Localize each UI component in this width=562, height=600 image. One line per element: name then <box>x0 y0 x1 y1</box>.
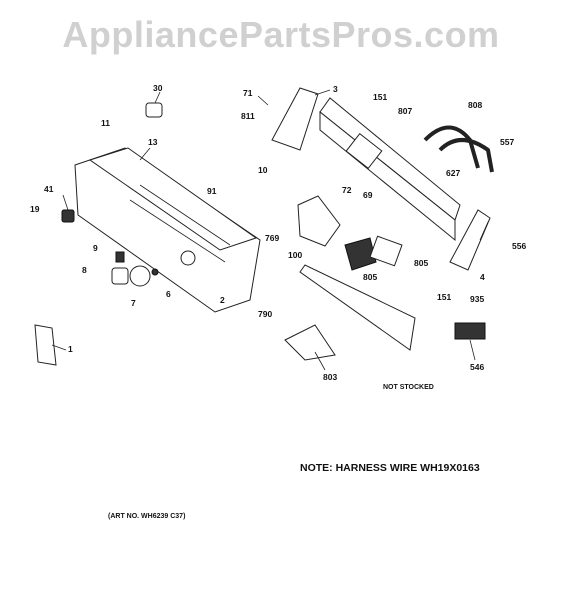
leader-lines <box>51 89 489 371</box>
callout-8: 8 <box>82 265 87 275</box>
callout-805-upper: 805 <box>414 258 428 268</box>
bracket-part <box>271 87 319 151</box>
callout-546: 546 <box>470 362 484 372</box>
callout-9: 9 <box>93 243 98 253</box>
callout-91: 91 <box>207 186 217 196</box>
callout-151-upper: 151 <box>373 92 387 102</box>
callout-10: 10 <box>258 165 268 175</box>
support-leg-part <box>449 209 491 271</box>
callout-1: 1 <box>68 344 73 354</box>
knob-parts <box>61 102 163 287</box>
callout-557: 557 <box>500 137 514 147</box>
watermark-logo: AppliancePartsPros.com <box>62 14 500 55</box>
callout-13: 13 <box>148 137 158 147</box>
part-803 <box>284 324 336 361</box>
lower-bracket-part <box>299 264 416 351</box>
callout-4: 4 <box>480 272 485 282</box>
callout-790: 790 <box>258 309 272 319</box>
harness-note: NOTE: HARNESS WIRE WH19X0163 <box>300 462 480 474</box>
callout-811: 811 <box>241 111 255 121</box>
callout-808: 808 <box>468 100 482 110</box>
callout-71: 71 <box>243 88 253 98</box>
callout-30: 30 <box>153 83 163 93</box>
callout-151-lower: 151 <box>437 292 451 302</box>
wire-harness-part <box>454 322 486 340</box>
callout-935: 935 <box>470 294 484 304</box>
callout-769: 769 <box>265 233 279 243</box>
callout-72: 72 <box>342 185 352 195</box>
switch-part-805 <box>344 235 403 271</box>
pressure-switch-part <box>297 195 341 247</box>
callout-41: 41 <box>44 184 54 194</box>
callout-3: 3 <box>333 84 338 94</box>
console-back-panel <box>319 97 461 242</box>
manual-part <box>34 324 57 366</box>
callout-6: 6 <box>166 289 171 299</box>
callout-627: 627 <box>446 168 460 178</box>
callout-2: 2 <box>220 295 225 305</box>
callout-69: 69 <box>363 190 373 200</box>
callout-19: 19 <box>30 204 40 214</box>
callout-805-lower: 805 <box>363 272 377 282</box>
callout-803: 803 <box>323 372 337 382</box>
callout-100: 100 <box>288 250 302 260</box>
control-panel-front <box>74 147 261 313</box>
callout-7: 7 <box>131 298 136 308</box>
callout-556: 556 <box>512 241 526 251</box>
callout-labels: 30 71 3 151 807 808 11 811 557 13 10 72 … <box>30 83 526 382</box>
not-stocked-label: NOT STOCKED <box>383 384 434 391</box>
callout-807: 807 <box>398 106 412 116</box>
art-number: (ART NO. WH6239 C37) <box>108 513 186 520</box>
callout-11: 11 <box>101 118 110 128</box>
hose-parts <box>423 125 494 173</box>
